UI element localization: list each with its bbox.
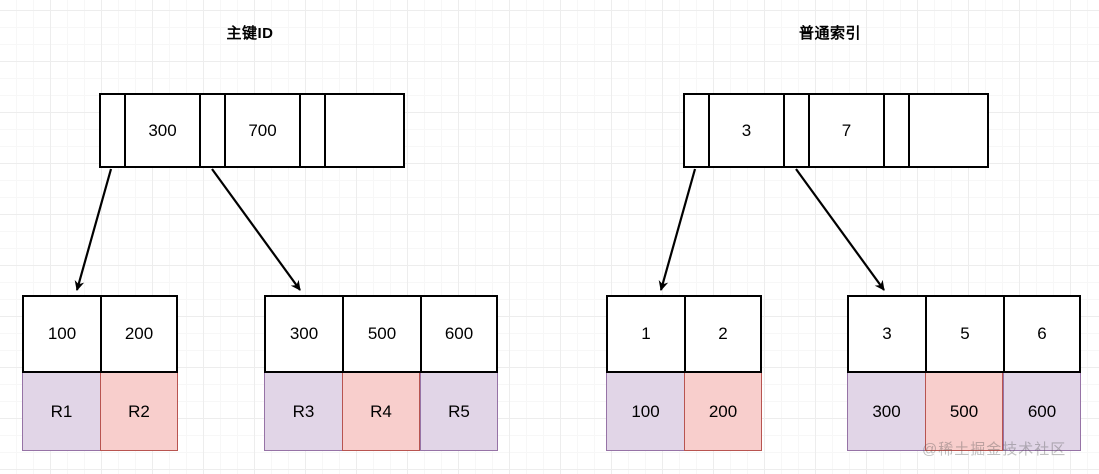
right-leaf-1-value-0: 100: [606, 373, 684, 451]
edge-left-root-to-leaf-1: [74, 168, 113, 291]
left-root-tail: [326, 95, 403, 166]
left-leaf-2-key-0: 300: [264, 295, 342, 373]
left-root-node: 300 700: [99, 93, 405, 168]
right-leaf-node-1: 1 2 100 200: [606, 295, 762, 451]
left-leaf-2-value-2: R5: [420, 373, 498, 451]
right-leaf-2-value-1: 500: [925, 373, 1003, 451]
right-leaf-1-key-0: 1: [606, 295, 684, 373]
edge-right-root-to-leaf-2: [795, 168, 885, 291]
right-root-pointer-2: [885, 95, 910, 166]
right-leaf-2-key-2: 6: [1003, 295, 1081, 373]
left-root-key-1: 700: [226, 95, 301, 166]
right-leaf-node-2: 3 5 6 300 500 600: [847, 295, 1081, 451]
left-leaf-1-value-row: R1 R2: [22, 373, 178, 451]
right-leaf-1-key-row: 1 2: [606, 295, 762, 373]
left-leaf-node-2: 300 500 600 R3 R4 R5: [264, 295, 498, 451]
right-root-key-1: 7: [810, 95, 885, 166]
left-leaf-2-key-1: 500: [342, 295, 420, 373]
left-leaf-2-key-row: 300 500 600: [264, 295, 498, 373]
right-root-key-0: 3: [710, 95, 785, 166]
left-leaf-node-1: 100 200 R1 R2: [22, 295, 178, 451]
right-root-tail: [910, 95, 987, 166]
left-root-pointer-1: [201, 95, 226, 166]
edge-right-root-to-leaf-1: [658, 168, 697, 291]
left-leaf-1-key-0: 100: [22, 295, 100, 373]
left-leaf-2-value-1: R4: [342, 373, 420, 451]
right-leaf-2-key-row: 3 5 6: [847, 295, 1081, 373]
right-leaf-1-value-row: 100 200: [606, 373, 762, 451]
left-root-key-0: 300: [126, 95, 201, 166]
right-leaf-2-value-0: 300: [847, 373, 925, 451]
edge-left-root-to-leaf-2: [211, 168, 301, 291]
left-leaf-1-key-1: 200: [100, 295, 178, 373]
left-leaf-1-key-row: 100 200: [22, 295, 178, 373]
right-leaf-2-value-row: 300 500 600: [847, 373, 1081, 451]
left-leaf-2-value-row: R3 R4 R5: [264, 373, 498, 451]
right-leaf-2-key-1: 5: [925, 295, 1003, 373]
left-root-pointer-2: [301, 95, 326, 166]
right-leaf-2-key-0: 3: [847, 295, 925, 373]
left-leaf-2-value-0: R3: [264, 373, 342, 451]
left-leaf-2-key-2: 600: [420, 295, 498, 373]
right-root-node: 3 7: [683, 93, 989, 168]
left-leaf-1-value-1: R2: [100, 373, 178, 451]
left-root-pointer-0: [101, 95, 126, 166]
right-tree-title: 普通索引: [798, 25, 861, 42]
right-root-pointer-0: [685, 95, 710, 166]
watermark: @稀土掘金技术社区: [922, 441, 1067, 458]
left-leaf-1-value-0: R1: [22, 373, 100, 451]
left-tree-title: 主键ID: [226, 25, 274, 42]
right-root-pointer-1: [785, 95, 810, 166]
right-leaf-1-key-1: 2: [684, 295, 762, 373]
right-leaf-2-value-2: 600: [1003, 373, 1081, 451]
right-leaf-1-value-1: 200: [684, 373, 762, 451]
